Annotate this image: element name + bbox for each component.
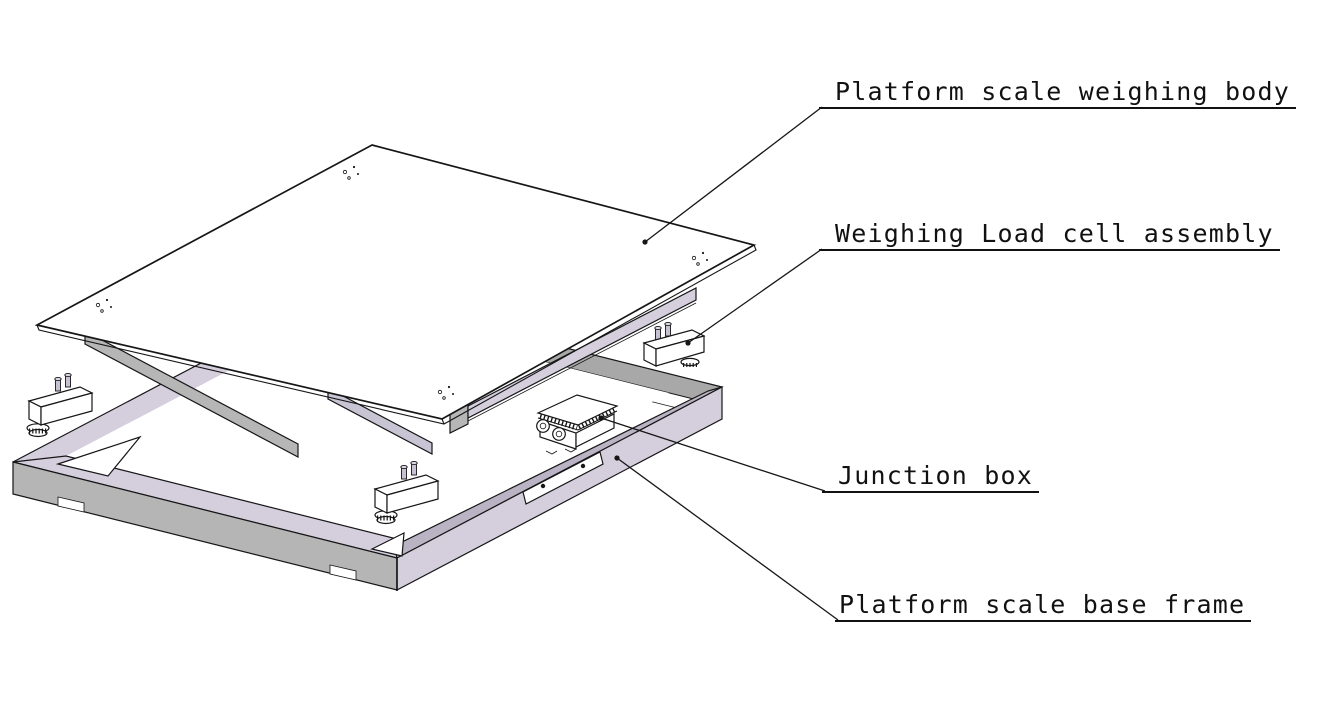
label-junction-box: Junction box: [822, 461, 1040, 493]
junction-box-foot: [564, 448, 577, 453]
load-cell-front: [373, 460, 440, 525]
lid-knurl-edge: [539, 414, 578, 431]
plate-thickness-corner: [441, 418, 445, 425]
plate-channel-right: [467, 287, 697, 419]
label-weighing-load-cell-assembly: Weighing Load cell assembly: [819, 219, 1280, 251]
platform-top-plate-assembly: [34, 144, 757, 458]
load-cell-right: [642, 321, 706, 367]
channel-lip: [467, 302, 697, 422]
frame-foot-notch: [329, 564, 357, 581]
plate-hole-cluster: [437, 385, 454, 400]
load-cell-side: [655, 335, 705, 367]
screw: [540, 483, 546, 489]
plate-channel-left: [84, 330, 299, 458]
leader-lines: [598, 106, 839, 621]
junction-box-foot: [545, 450, 558, 455]
plate-hole-cluster: [691, 251, 708, 266]
load-cell-left: [26, 372, 94, 438]
leader-dot: [685, 340, 691, 346]
load-cell-side: [386, 480, 439, 514]
screw: [580, 463, 586, 469]
lid-knurl-edge: [577, 407, 617, 430]
plate-hole-cluster: [342, 165, 359, 180]
leader-dot: [642, 239, 648, 245]
junction-box-lid: [536, 394, 619, 426]
label-platform-scale-base-frame: Platform scale base frame: [835, 590, 1252, 622]
cable-gland: [552, 427, 566, 441]
leader-load-cell: [687, 248, 823, 344]
plate-channel-mid: [327, 387, 433, 455]
frame-foot-notch: [57, 496, 85, 513]
plate-hole-cluster: [95, 298, 112, 313]
cable-gland-bore: [539, 422, 547, 430]
corner-gusset-left: [55, 435, 142, 477]
load-cell-side: [40, 392, 93, 426]
leader-base-frame: [616, 457, 839, 621]
cable-gland: [536, 419, 550, 433]
leader-junction-box: [600, 417, 826, 492]
corner-gusset-front: [370, 531, 405, 557]
cable-gland-bore: [555, 430, 563, 438]
leader-weighing-body: [644, 106, 823, 243]
label-platform-scale-weighing-body: Platform scale weighing body: [819, 77, 1297, 109]
leader-dot: [598, 415, 604, 421]
leader-dot: [614, 455, 620, 461]
